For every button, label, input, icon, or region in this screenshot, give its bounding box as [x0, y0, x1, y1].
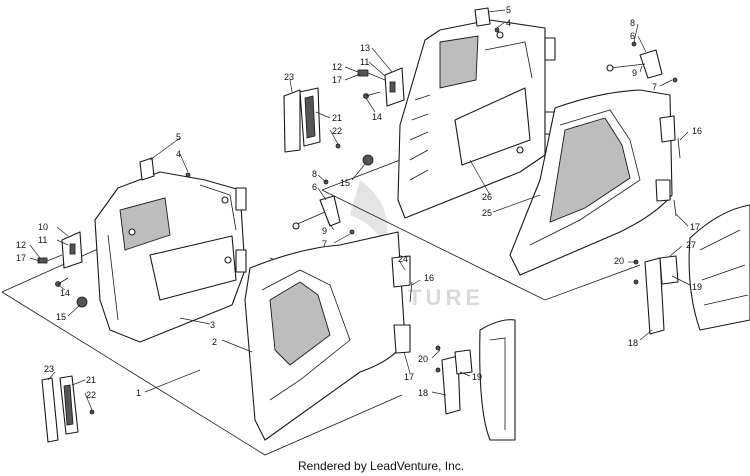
- callout-21-left: 21: [86, 375, 96, 385]
- left-hinge-arm: [292, 179, 355, 235]
- right-hinge-bracket: [633, 255, 679, 335]
- callout-22-left: 22: [86, 390, 96, 400]
- callout-17-right-b: 17: [690, 222, 700, 232]
- right-latch-bracket: [474, 7, 500, 33]
- callout-12-left: 12: [16, 240, 26, 250]
- callout-3-left: 3: [210, 320, 215, 330]
- right-pin-17: [673, 199, 677, 217]
- callout-13-right: 13: [360, 43, 370, 53]
- callout-20-left: 20: [418, 354, 428, 364]
- callout-5-left: 5: [176, 132, 181, 142]
- left-latch-plate: [61, 231, 83, 269]
- callout-12-right: 12: [332, 62, 342, 72]
- callout-11-right: 11: [360, 57, 369, 67]
- right-door-strap: [283, 89, 301, 153]
- rendered-by-credit: Rendered by LeadVenture, Inc.: [298, 459, 464, 473]
- right-latch-plate: [384, 67, 405, 107]
- callout-15-left: 15: [56, 312, 66, 322]
- callout-8-right: 8: [630, 18, 635, 28]
- left-inner-door-panel: [94, 171, 246, 343]
- callout-20-right: 20: [614, 256, 624, 266]
- callout-15-right: 15: [340, 178, 350, 188]
- left-pin-16: [409, 281, 413, 303]
- callout-19-right: 19: [692, 282, 702, 292]
- callout-14-left: 14: [60, 288, 70, 298]
- callout-labels: 5 4 10 11 12 17 14 15 3 2 1 23 21 22 8 6…: [16, 5, 702, 400]
- left-vehicle-frame: [479, 319, 516, 441]
- callout-22-right: 22: [332, 126, 342, 136]
- right-nut-15: [362, 154, 374, 166]
- left-grab-handle: [59, 375, 95, 435]
- callout-6-left: 6: [312, 182, 317, 192]
- callout-4-left: 4: [176, 149, 181, 159]
- callout-16-right: 16: [692, 126, 702, 136]
- callout-18-right: 18: [628, 338, 638, 348]
- callout-1-left: 1: [136, 388, 141, 398]
- leader-lines: [29, 9, 691, 411]
- callout-5-right: 5: [506, 5, 511, 15]
- callout-17-left-b: 17: [404, 372, 414, 382]
- left-bolt-14: [55, 277, 69, 287]
- left-hinge-posts: [235, 187, 247, 273]
- callout-21-right: 21: [332, 113, 342, 123]
- left-latch-bracket: [139, 157, 191, 181]
- callout-9-right: 9: [632, 68, 637, 78]
- callout-23-right: 23: [284, 72, 294, 82]
- callout-16-left: 16: [424, 273, 434, 283]
- right-pin-16: [677, 137, 681, 159]
- callout-6-right: 6: [630, 31, 635, 41]
- callout-2-left: 2: [212, 337, 217, 347]
- callout-27-right: 27: [686, 240, 696, 250]
- callout-14-right: 14: [372, 112, 382, 122]
- right-hinge-arm: [606, 41, 678, 83]
- callout-10-left: 10: [38, 222, 48, 232]
- right-grab-handle: [299, 87, 341, 149]
- callout-23-left: 23: [44, 364, 54, 374]
- callout-8-left: 8: [312, 169, 317, 179]
- callout-7-right: 7: [652, 82, 657, 92]
- callout-11-left: 11: [38, 235, 47, 245]
- callout-25-right: 25: [482, 208, 492, 218]
- left-outer-door-panel: [244, 231, 411, 441]
- left-spring: [37, 254, 63, 264]
- left-door-strap: [41, 377, 59, 443]
- callout-18-left: 18: [418, 388, 428, 398]
- left-nut-15: [76, 296, 88, 308]
- callout-19-left: 19: [472, 372, 482, 382]
- right-vehicle-frame: [688, 204, 750, 331]
- callout-26-right: 26: [482, 192, 492, 202]
- callout-7-left: 7: [322, 239, 327, 249]
- callout-24-left: 24: [398, 254, 408, 264]
- callout-4-right: 4: [506, 18, 511, 28]
- callout-9-left: 9: [322, 226, 327, 236]
- right-outer-door-panel: [509, 89, 676, 276]
- callout-17-right: 17: [332, 75, 342, 85]
- callout-17-left: 17: [16, 253, 26, 263]
- right-spring: [357, 69, 386, 99]
- right-inner-door-panel: [397, 19, 546, 219]
- left-hinge-bracket: [435, 345, 473, 415]
